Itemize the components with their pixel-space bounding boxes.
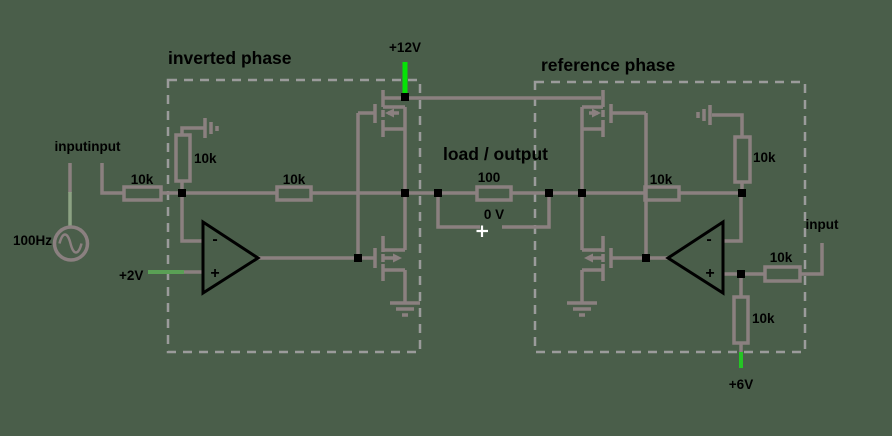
- resistor-pulldown-left[interactable]: [174, 133, 192, 183]
- junction-dots: [178, 93, 746, 278]
- input-label-right: input: [806, 217, 839, 232]
- reference-phase-box: [533, 80, 807, 354]
- sine-icon: [58, 233, 83, 254]
- opamp-right[interactable]: - +: [665, 219, 725, 296]
- resistor-value: 10k: [194, 151, 217, 166]
- opamp-plus-label: +: [210, 265, 219, 282]
- ground-icon-right-bottom[interactable]: [567, 301, 597, 317]
- inverted-phase-title: inverted phase: [168, 48, 292, 68]
- resistor-load[interactable]: [475, 185, 513, 202]
- ground-icon-right-top[interactable]: [696, 105, 712, 125]
- supply-12v-label: +12V: [389, 40, 421, 55]
- nmos-right[interactable]: [582, 236, 613, 281]
- voltmeter-probe-cross-icon[interactable]: [476, 225, 489, 238]
- resistor-value: 100: [478, 170, 501, 185]
- pmos-right[interactable]: [582, 90, 613, 137]
- opamp-minus-label: -: [212, 231, 217, 248]
- pmos-left[interactable]: [373, 90, 405, 137]
- resistor-input-right[interactable]: [763, 265, 802, 283]
- resistor-feedback-left[interactable]: [275, 185, 313, 202]
- ground-icon-left-top[interactable]: [203, 118, 219, 138]
- load-output-title: load / output: [443, 144, 548, 164]
- opamp-plus-label: +: [705, 265, 714, 282]
- nmos-arrow-icon: [393, 253, 402, 263]
- resistor-pulldown-right[interactable]: [733, 135, 752, 184]
- frequency-label: 100Hz: [13, 233, 52, 248]
- resistor-feedback-right[interactable]: [643, 185, 681, 202]
- pmos-arrow-icon: [385, 108, 394, 118]
- opamp-left[interactable]: - +: [201, 219, 261, 296]
- ground-icon-left-bottom[interactable]: [390, 301, 420, 317]
- resistor-bias-right[interactable]: [732, 295, 750, 345]
- input-label-feed: input: [88, 139, 121, 154]
- inverted-phase-box: [166, 78, 422, 354]
- input-label-ac: input: [55, 139, 88, 154]
- nmos-left[interactable]: [373, 236, 405, 281]
- reference-phase-title: reference phase: [541, 55, 676, 75]
- bias-2v-label: +2V: [119, 268, 143, 283]
- resistor-value: 10k: [770, 250, 793, 265]
- voltmeter-reading: 0 V: [484, 207, 504, 222]
- pmos-arrow-icon: [592, 108, 601, 118]
- opamp-minus-label: -: [706, 231, 711, 248]
- resistor-value: 10k: [752, 311, 775, 326]
- resistor-input-left[interactable]: [122, 185, 163, 202]
- bias-6v-label: +6V: [729, 377, 753, 392]
- resistor-value: 10k: [753, 150, 776, 165]
- nmos-arrow-icon: [584, 253, 593, 263]
- resistor-value: 10k: [283, 172, 306, 187]
- resistor-value: 10k: [131, 172, 154, 187]
- resistor-value: 10k: [650, 172, 673, 187]
- ac-source[interactable]: [52, 225, 90, 262]
